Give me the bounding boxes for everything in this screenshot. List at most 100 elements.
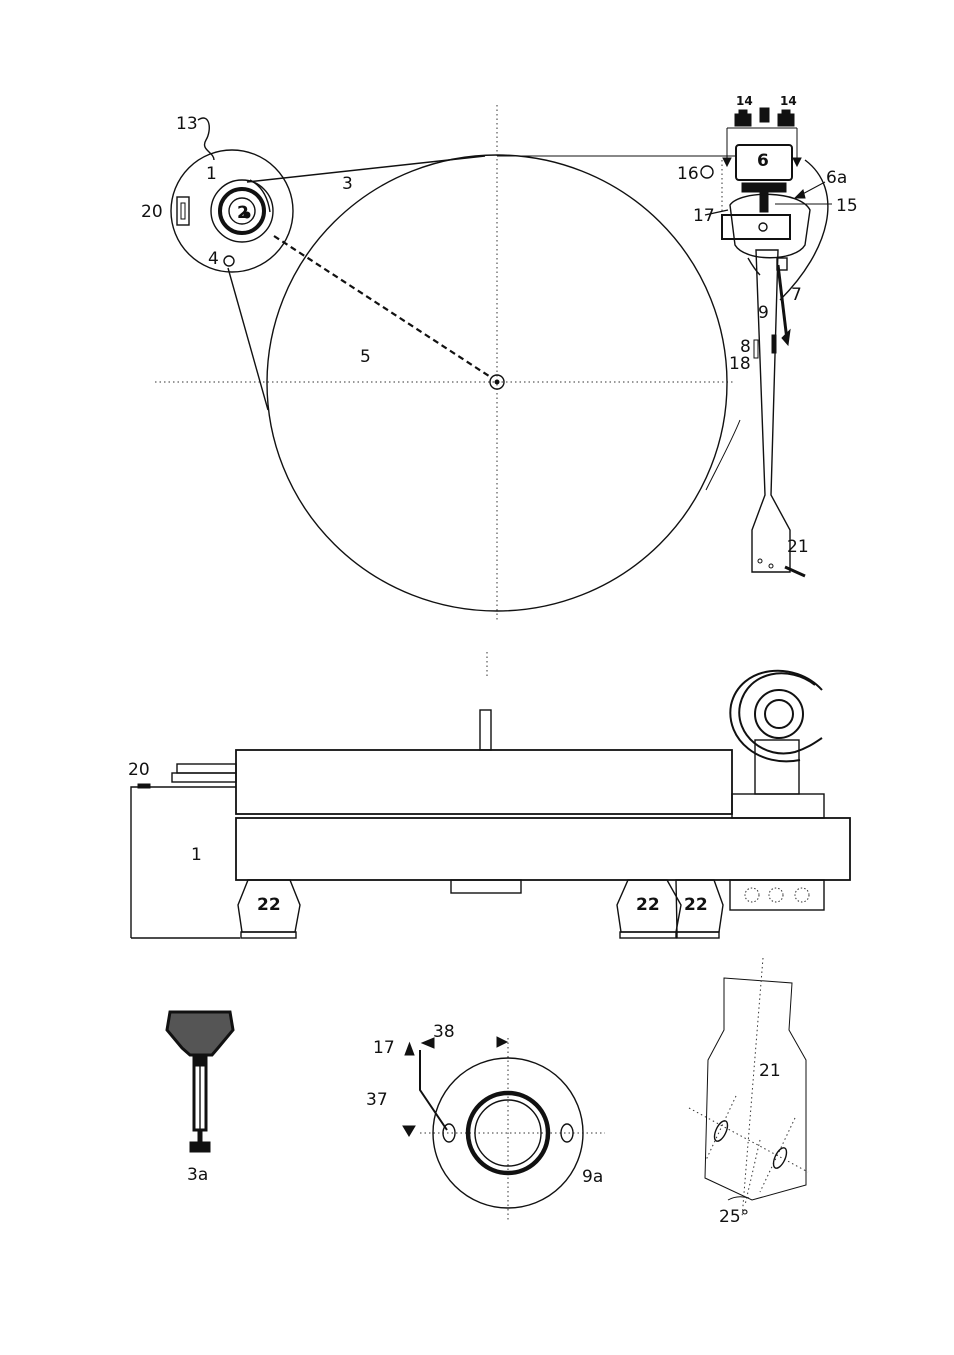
bearing-screw-hole (759, 223, 767, 231)
socket-1 (745, 888, 759, 902)
weight-screw-left-top (739, 110, 747, 115)
label-18: 18 (729, 354, 751, 374)
tool-tip (190, 1142, 210, 1152)
label-20: 20 (141, 202, 163, 222)
tonearm-tube (752, 250, 790, 572)
headshell-axis (742, 958, 763, 1218)
base-screw-right (561, 1124, 573, 1142)
angle-arc (728, 1197, 749, 1200)
socket-2 (769, 888, 783, 902)
side-pulley-top (177, 764, 236, 773)
side-counterweight-ring2 (739, 673, 822, 753)
headshell-outline (705, 978, 806, 1200)
side-label-1: 1 (191, 845, 202, 865)
label-13: 13 (176, 114, 198, 134)
belt-bottom (228, 268, 268, 410)
side-platter (236, 750, 732, 814)
label-25deg: 25° (719, 1207, 749, 1227)
weight-block-center (760, 108, 769, 122)
side-counterweight-ring1 (755, 690, 803, 738)
tonearm-base-detail: 17 38 37 9a (366, 1022, 605, 1222)
label-6a: 6a (826, 168, 847, 188)
label-17: 17 (693, 206, 715, 226)
spindle-center (495, 380, 499, 384)
label-2: 2 (237, 203, 249, 223)
side-label-20: 20 (128, 760, 150, 780)
wire-squiggle (198, 118, 214, 160)
side-view: 20 1 22 22 22 (128, 652, 850, 938)
switch (177, 197, 189, 225)
label-1: 1 (206, 164, 217, 184)
label-5: 5 (360, 347, 371, 367)
headshell-hole-1 (758, 559, 762, 563)
weight-screw-right-top (782, 110, 790, 115)
side-arm-base (732, 794, 824, 818)
side-counterweight-center (765, 700, 793, 728)
headshell-slot-left (712, 1119, 730, 1143)
headshell-detail: 21 25° (689, 958, 808, 1227)
side-plinth (236, 818, 850, 880)
side-label-22-left: 22 (257, 895, 281, 915)
label-7: 7 (791, 285, 802, 305)
arrow-up (405, 1043, 414, 1055)
side-connector-panel (730, 880, 824, 910)
tonearm-assembly (701, 108, 832, 576)
foot-mid-pad (620, 932, 676, 938)
label-4: 4 (208, 249, 219, 269)
tool-handle (167, 1012, 233, 1055)
tool-tip-stem (198, 1130, 202, 1142)
arrow-down-left (403, 1126, 415, 1136)
counterweight-base (742, 183, 786, 192)
weight-screw-right (778, 114, 794, 126)
antiskating-weight (778, 265, 787, 340)
label-21: 21 (787, 537, 809, 557)
label-3a: 3a (187, 1165, 208, 1185)
headshell-slot-right (771, 1146, 789, 1170)
label-9: 9 (758, 303, 769, 323)
headshell-cross-2 (706, 1096, 736, 1160)
top-view: 13 1 2 3 20 4 5 14 14 6 6a 16 15 17 7 9 … (141, 94, 858, 620)
arrow-right-top (497, 1037, 507, 1047)
side-pulley-bottom (172, 773, 236, 782)
arrow-6a-head (795, 190, 805, 198)
label-21-detail: 21 (759, 1061, 781, 1081)
side-motor-unit (131, 787, 236, 938)
arrow-left (723, 158, 731, 166)
label-15: 15 (836, 196, 858, 216)
base-pointer-line (420, 1050, 447, 1130)
thread-guide (701, 166, 713, 178)
side-label-22-mid: 22 (636, 895, 660, 915)
side-spindle (480, 710, 491, 750)
label-14-left: 14 (736, 94, 753, 108)
arm-lift (772, 335, 776, 353)
label-6: 6 (757, 151, 769, 171)
motor-screw (224, 256, 234, 266)
side-under-box (451, 880, 521, 893)
belt-top (247, 156, 485, 182)
label-14-right: 14 (780, 94, 797, 108)
label-16: 16 (677, 164, 699, 184)
details: 3a 17 38 37 9a (167, 958, 808, 1227)
foot-right-pad (677, 932, 719, 938)
tool-detail: 3a (167, 1012, 233, 1185)
arrow-right (793, 158, 801, 166)
label-37: 37 (366, 1090, 388, 1110)
cable (706, 420, 740, 490)
side-label-22-right: 22 (684, 895, 708, 915)
label-9a: 9a (582, 1167, 603, 1187)
switch-knob (181, 203, 185, 219)
label-17-detail: 17 (373, 1038, 395, 1058)
rest (754, 340, 758, 358)
pulley-spindle-dashed-line (274, 236, 492, 378)
headshell-cross-3 (760, 1118, 795, 1192)
label-38: 38 (433, 1022, 455, 1042)
headshell-cross-4 (745, 1140, 760, 1205)
side-counterweight-ring3 (730, 671, 822, 762)
foot-left-pad (241, 932, 296, 938)
weight-screw-left (735, 114, 751, 126)
label-3: 3 (342, 174, 353, 194)
headshell-hole-2 (769, 564, 773, 568)
lift-curve (748, 258, 760, 275)
